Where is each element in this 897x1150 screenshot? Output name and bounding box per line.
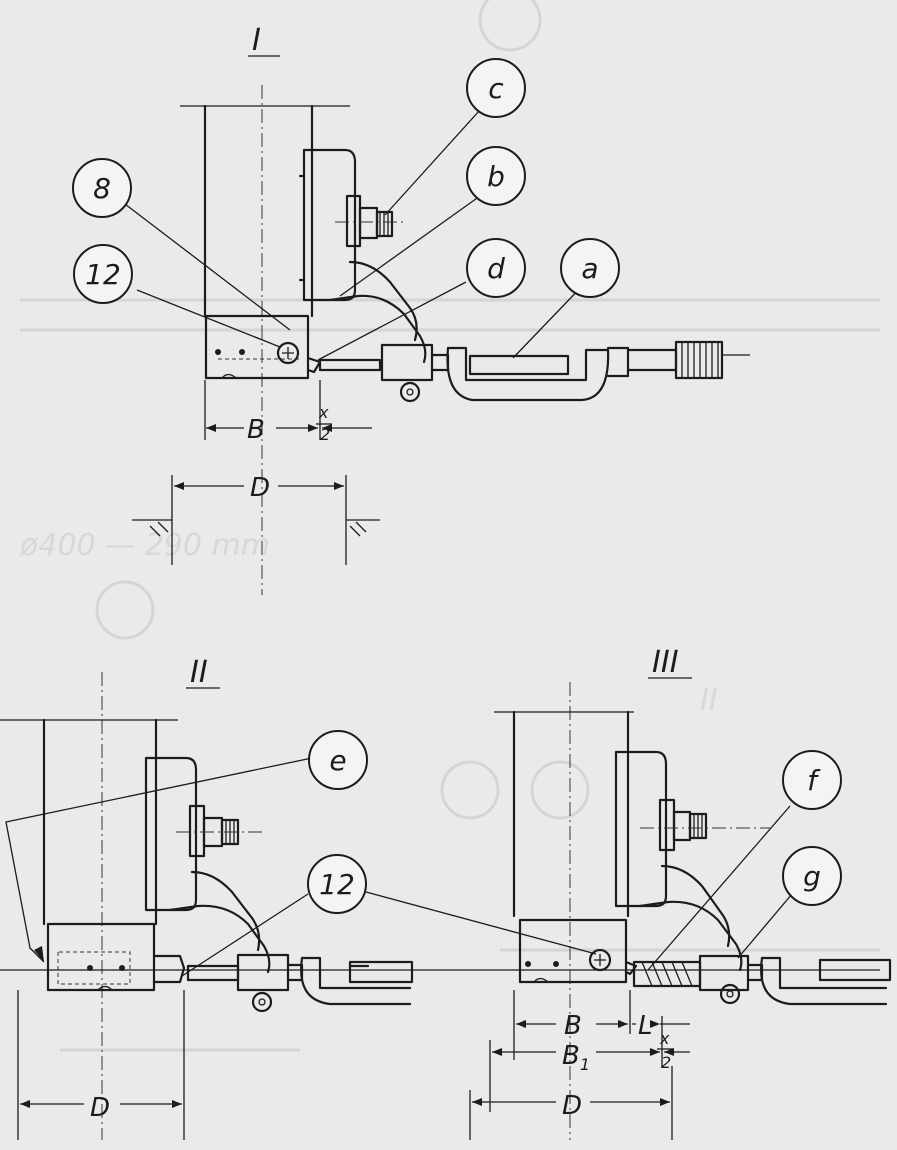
- bleed-through: ø400 — 290 mm II: [19, 0, 880, 1052]
- dim-d: D: [250, 473, 270, 503]
- dim-b-view-iii: B: [564, 1011, 582, 1041]
- dim-x-numerator-view-iii: x: [659, 1029, 670, 1048]
- callout-8: 8: [93, 172, 111, 205]
- dim-x-denominator-view-iii: 2: [661, 1053, 671, 1072]
- dim-x-denominator: 2: [320, 425, 330, 444]
- callout-a: a: [581, 252, 598, 285]
- dim-d-view-iii: D: [562, 1091, 582, 1121]
- svg-text:ø400 — 290 mm: ø400 — 290 mm: [19, 528, 270, 563]
- dim-x-numerator: x: [318, 403, 329, 422]
- view-ii-title: II: [190, 655, 208, 690]
- callout-c: c: [488, 72, 504, 105]
- callout-e: e: [329, 744, 346, 777]
- svg-text:II: II: [700, 683, 718, 718]
- callout-12-view-ii: 12: [319, 868, 355, 901]
- dim-b1: B1: [562, 1041, 590, 1074]
- callout-12-view-i: 12: [85, 258, 121, 291]
- view-iii-title: III: [652, 645, 679, 680]
- view-ii: II D e: [0, 655, 500, 1140]
- view-iii: III B L B1: [365, 645, 892, 1140]
- view-i: I: [72, 23, 750, 595]
- callout-d: d: [487, 252, 505, 285]
- callout-g: g: [803, 860, 821, 893]
- dim-l: L: [638, 1011, 653, 1041]
- view-i-title: I: [252, 23, 261, 58]
- callout-b: b: [487, 160, 505, 193]
- dim-b: B: [247, 415, 265, 445]
- dim-d-view-ii: D: [90, 1093, 110, 1123]
